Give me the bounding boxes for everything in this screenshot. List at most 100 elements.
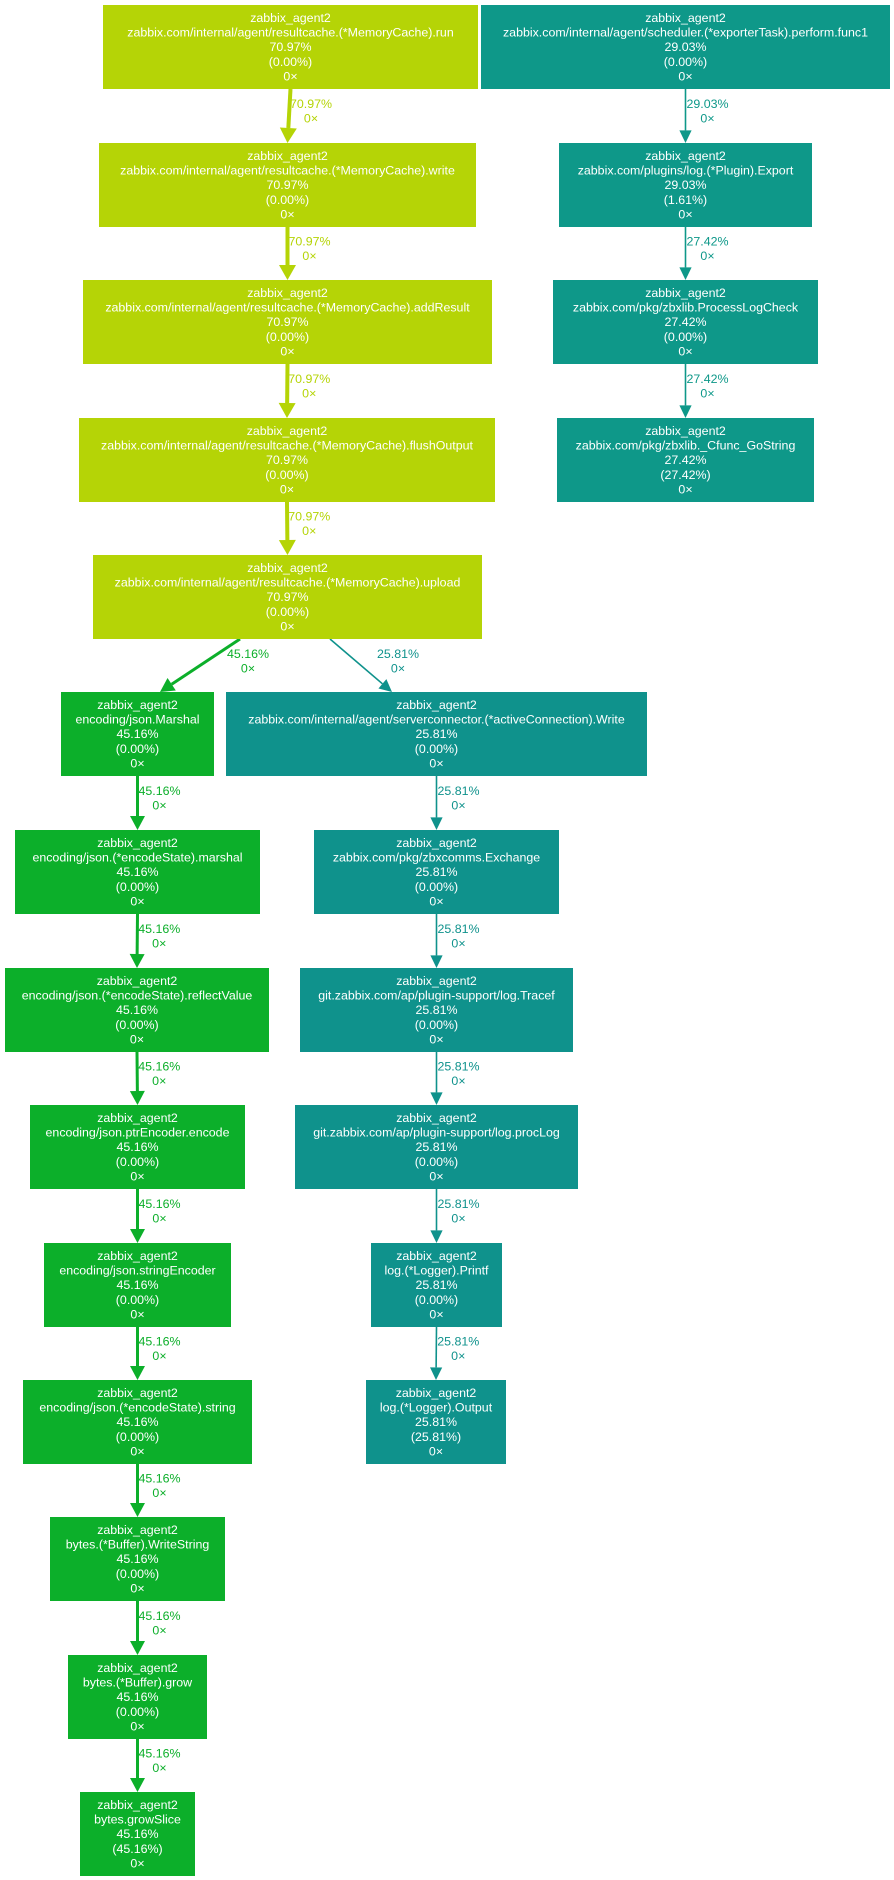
edge-weight-label: 25.81% — [437, 1335, 479, 1349]
node-cumulative-pct: 45.16% — [116, 1003, 158, 1017]
node-cumulative-pct: 25.81% — [415, 727, 457, 741]
node-function: zabbix.com/internal/agent/scheduler.(*ex… — [503, 26, 868, 40]
node-binary: zabbix_agent2 — [396, 974, 477, 988]
graph-node: zabbix_agent2log.(*Logger).Printf25.81%(… — [371, 1243, 502, 1327]
node-binary: zabbix_agent2 — [97, 1798, 178, 1812]
node-binary: zabbix_agent2 — [247, 286, 328, 300]
graph-edge: 45.16%0× — [129, 913, 180, 968]
node-calls: 0× — [429, 894, 443, 908]
node-cumulative-pct: 25.81% — [415, 1415, 457, 1429]
node-cumulative-pct: 45.16% — [116, 1140, 158, 1154]
node-binary: zabbix_agent2 — [247, 561, 328, 575]
node-box — [366, 1380, 506, 1464]
node-binary: zabbix_agent2 — [97, 698, 178, 712]
node-function: zabbix.com/pkg/zbxcomms.Exchange — [333, 851, 540, 865]
graph-node: zabbix_agent2bytes.(*Buffer).grow45.16%(… — [68, 1655, 207, 1739]
graph-edge: 25.81%0× — [329, 638, 419, 692]
node-flat-pct: (45.16%) — [112, 1842, 162, 1856]
edge-weight-label: 25.81% — [437, 922, 479, 936]
node-flat-pct: (0.00%) — [116, 1567, 159, 1581]
node-function: zabbix.com/internal/agent/resultcache.(*… — [101, 439, 473, 453]
node-cumulative-pct: 29.03% — [664, 40, 706, 54]
node-calls: 0× — [678, 482, 692, 496]
node-function: zabbix.com/internal/agent/resultcache.(*… — [127, 26, 454, 40]
graph-node: zabbix_agent2git.zabbix.com/ap/plugin-su… — [295, 1105, 578, 1189]
node-flat-pct: (0.00%) — [664, 330, 707, 344]
edge-weight-label: 45.16% — [138, 1472, 180, 1486]
node-box — [50, 1517, 225, 1601]
node-flat-pct: (0.00%) — [415, 880, 458, 894]
node-flat-pct: (0.00%) — [415, 1018, 458, 1032]
node-box — [44, 1243, 231, 1327]
graph-edge: 27.42%0× — [679, 227, 729, 280]
graph-edge: 27.42%0× — [679, 364, 729, 418]
node-calls: 0× — [429, 1169, 443, 1183]
edge-calls-label: 0× — [451, 1212, 465, 1226]
node-box — [79, 418, 495, 502]
node-calls: 0× — [429, 1307, 443, 1321]
node-function: zabbix.com/internal/agent/serverconnecto… — [248, 713, 625, 727]
graph-edge: 70.97%0× — [278, 363, 330, 418]
edge-calls-label: 0× — [152, 937, 166, 951]
node-function: zabbix.com/internal/agent/resultcache.(*… — [105, 301, 470, 315]
graph-node: zabbix_agent2zabbix.com/pkg/zbxcomms.Exc… — [314, 830, 559, 914]
node-box — [68, 1655, 207, 1739]
graph-edge: 45.16%0× — [129, 1051, 180, 1105]
node-function: zabbix.com/pkg/zbxlib._Cfunc_GoString — [576, 439, 796, 453]
edge-line — [286, 88, 293, 129]
edge-calls-label: 0× — [152, 1212, 166, 1226]
edge-weight-label: 70.97% — [290, 97, 332, 111]
graph-edge: 25.81%0× — [430, 1326, 479, 1380]
edge-arrowhead — [430, 955, 443, 968]
edge-arrowhead — [430, 1367, 443, 1380]
node-box — [559, 143, 812, 227]
node-flat-pct: (0.00%) — [266, 330, 309, 344]
node-box — [93, 555, 482, 639]
edge-calls-label: 0× — [700, 112, 714, 126]
edge-calls-label: 0× — [241, 662, 255, 676]
node-flat-pct: (0.00%) — [116, 1430, 159, 1444]
node-binary: zabbix_agent2 — [396, 1249, 477, 1263]
edge-weight-label: 25.81% — [437, 784, 479, 798]
node-cumulative-pct: 25.81% — [415, 1140, 457, 1154]
node-calls: 0× — [678, 69, 692, 83]
node-calls: 0× — [130, 1444, 144, 1458]
edge-weight-label: 25.81% — [377, 647, 419, 661]
node-flat-pct: (0.00%) — [265, 468, 308, 482]
node-function: zabbix.com/internal/agent/resultcache.(*… — [120, 164, 455, 178]
node-function: zabbix.com/pkg/zbxlib.ProcessLogCheck — [573, 301, 799, 315]
node-flat-pct: (0.00%) — [415, 1293, 458, 1307]
node-function: encoding/json.Marshal — [76, 713, 200, 727]
node-cumulative-pct: 25.81% — [415, 865, 457, 879]
node-binary: zabbix_agent2 — [97, 1523, 178, 1537]
edge-arrowhead — [130, 1503, 145, 1517]
edge-arrowhead — [130, 1778, 145, 1792]
node-calls: 0× — [678, 344, 692, 358]
node-box — [481, 5, 890, 89]
node-cumulative-pct: 70.97% — [266, 590, 308, 604]
node-flat-pct: (0.00%) — [266, 605, 309, 619]
edge-line — [329, 638, 383, 685]
node-calls: 0× — [130, 1307, 144, 1321]
node-box — [99, 143, 476, 227]
graph-node: zabbix_agent2encoding/json.Marshal45.16%… — [61, 692, 214, 776]
node-cumulative-pct: 25.81% — [415, 1003, 457, 1017]
node-binary: zabbix_agent2 — [247, 424, 328, 438]
graph-edge: 29.03%0× — [679, 89, 729, 143]
graph-node: zabbix_agent2bytes.growSlice45.16%(45.16… — [80, 1792, 195, 1876]
edge-calls-label: 0× — [451, 937, 465, 951]
node-flat-pct: (25.81%) — [411, 1430, 461, 1444]
node-box — [300, 968, 573, 1052]
node-binary: zabbix_agent2 — [396, 1386, 477, 1400]
node-calls: 0× — [130, 1719, 144, 1733]
node-cumulative-pct: 45.16% — [116, 865, 158, 879]
edge-calls-label: 0× — [152, 1624, 166, 1638]
node-cumulative-pct: 45.16% — [116, 1827, 158, 1841]
node-calls: 0× — [280, 619, 294, 633]
node-flat-pct: (0.00%) — [116, 1293, 159, 1307]
node-cumulative-pct: 45.16% — [116, 1552, 158, 1566]
node-binary: zabbix_agent2 — [247, 149, 328, 163]
node-function: encoding/json.(*encodeState).marshal — [32, 851, 242, 865]
node-binary: zabbix_agent2 — [97, 1249, 178, 1263]
